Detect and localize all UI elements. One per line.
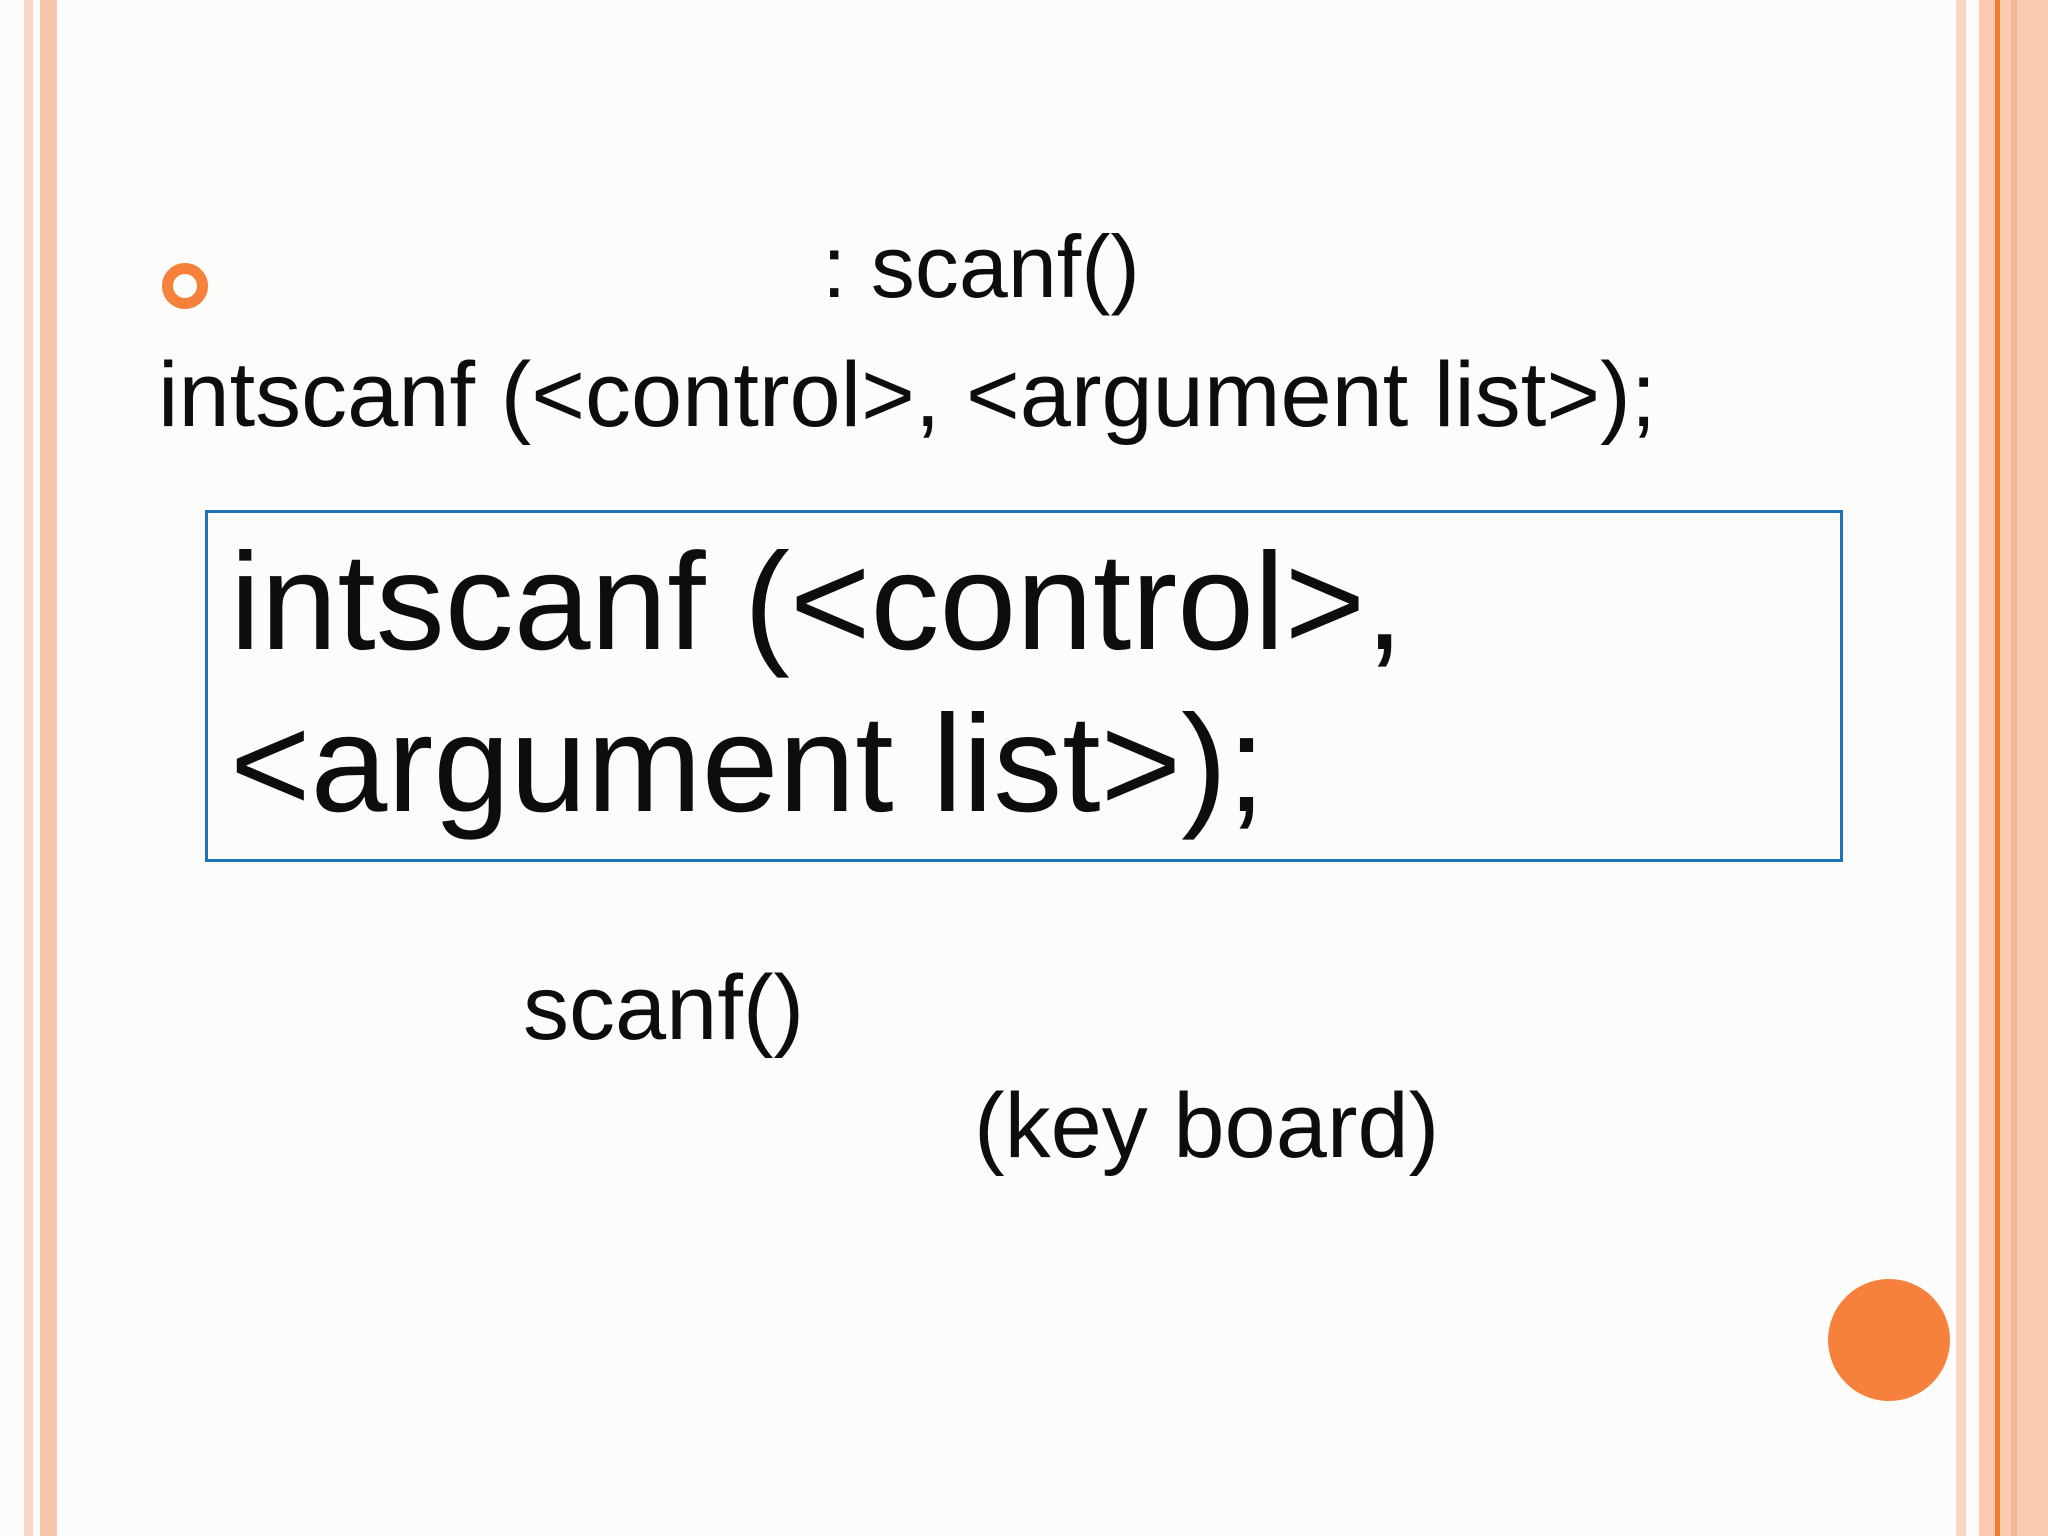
right-border-thin-stripe <box>1956 0 1966 1536</box>
note-scanf-text: scanf() <box>523 957 805 1059</box>
filled-circle-icon <box>1828 1279 1950 1401</box>
note-keyboard-text: (key board) <box>974 1075 1440 1177</box>
syntax-line-text: intscanf (<control>, <argument list>); <box>158 344 1657 446</box>
right-border-accent-line <box>1995 0 2000 1536</box>
title-text: : scanf() <box>822 217 1140 316</box>
left-border-thin-stripe <box>24 0 33 1536</box>
syntax-box-line2: <argument list>); <box>230 687 1266 841</box>
right-border-dark-stripe <box>2011 0 2017 1536</box>
syntax-box-line1: intscanf (<control>, <box>230 525 1404 679</box>
left-border-thick-stripe <box>40 0 57 1536</box>
syntax-highlight-box: intscanf (<control>, <argument list>); <box>205 510 1843 862</box>
hollow-circle-bullet-icon <box>162 263 208 309</box>
